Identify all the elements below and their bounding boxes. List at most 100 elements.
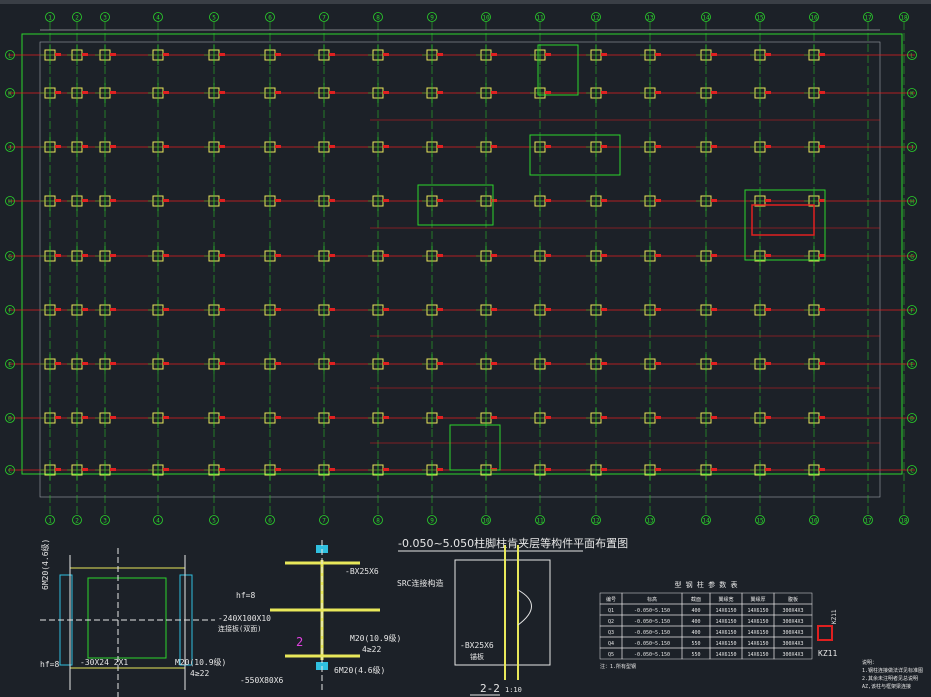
column-marker xyxy=(586,246,607,266)
col-axis-label: 6 xyxy=(268,518,272,525)
detail-mid: -BX25X6 hf=8 -240X100X10 连接板(双面) M20(10.… xyxy=(218,540,401,690)
table-cell: 300X4X3 xyxy=(782,608,803,614)
column-marker xyxy=(40,408,61,428)
window-top-strip xyxy=(0,0,931,4)
column-marker xyxy=(696,354,717,374)
column-marker xyxy=(476,137,497,157)
column-marker xyxy=(368,408,389,428)
column-marker xyxy=(95,83,116,103)
axis-labels: 1122334455667788991010111112121313141415… xyxy=(5,12,917,525)
row-axis-label: J xyxy=(8,145,12,152)
table-cell: 400 xyxy=(691,619,700,625)
column-marker xyxy=(204,246,225,266)
table-cell: 300X4X3 xyxy=(782,641,803,647)
col-axis-label: 16 xyxy=(810,15,818,22)
column-marker xyxy=(530,83,551,103)
table-cell: 14X6150 xyxy=(747,630,768,636)
detail-left-hf: hf=8 xyxy=(40,660,59,669)
row-axis-label: H xyxy=(8,199,12,206)
column-marker xyxy=(40,300,61,320)
column-marker xyxy=(95,191,116,211)
table-cell: -0.050~5.150 xyxy=(634,608,670,614)
column-marker xyxy=(260,300,281,320)
column-marker xyxy=(586,408,607,428)
column-marker xyxy=(368,300,389,320)
column-marker xyxy=(804,45,825,65)
row-axis-label: D xyxy=(8,416,12,423)
col-axis-label: 4 xyxy=(156,518,160,525)
column-marker xyxy=(696,137,717,157)
column-marker xyxy=(586,83,607,103)
row-axis-label: D xyxy=(910,416,914,423)
col-axis-label: 2 xyxy=(75,518,79,525)
column-marker xyxy=(95,408,116,428)
table-cell: Q1 xyxy=(608,608,614,614)
table-cell: -0.050~5.150 xyxy=(634,630,670,636)
kz11-detail: KZ11 KZ11 xyxy=(817,609,838,658)
column-marker xyxy=(314,137,335,157)
col-axis-label: 2 xyxy=(75,15,79,22)
column-marker xyxy=(368,83,389,103)
col-axis-label: 11 xyxy=(536,518,544,525)
column-marker xyxy=(314,460,335,480)
row-axis-label: F xyxy=(8,308,12,315)
column-marker xyxy=(804,354,825,374)
column-marker xyxy=(804,408,825,428)
detail-mid-bottom-plate: -550X80X6 xyxy=(240,676,284,685)
table-cell: 编号 xyxy=(606,596,616,603)
column-marker xyxy=(530,460,551,480)
section-plate-label: -BX25X6 xyxy=(460,641,494,650)
column-marker xyxy=(530,191,551,211)
table-note: 注：1.所有型钢 xyxy=(600,663,636,670)
column-marker xyxy=(148,354,169,374)
column-marker xyxy=(148,83,169,103)
column-marker xyxy=(640,300,661,320)
col-axis-label: 15 xyxy=(756,518,764,525)
col-axis-label: 8 xyxy=(376,518,380,525)
col-axis-label: 13 xyxy=(646,518,654,525)
column-marker xyxy=(640,246,661,266)
table-cell: 14X6150 xyxy=(747,619,768,625)
table-cell: -0.050~5.150 xyxy=(634,641,670,647)
detail-mid-bolt-sub: 4≥22 xyxy=(362,645,381,654)
column-marker xyxy=(204,83,225,103)
col-axis-label: 6 xyxy=(268,15,272,22)
detail-mid-mark: 2 xyxy=(296,635,303,649)
column-marker xyxy=(314,300,335,320)
column-marker xyxy=(40,460,61,480)
column-marker xyxy=(750,408,771,428)
col-axis-label: 14 xyxy=(702,15,710,22)
table-cell: 550 xyxy=(691,652,700,658)
table-cell: 14X6150 xyxy=(715,630,736,636)
col-axis-label: 3 xyxy=(103,518,107,525)
column-marker xyxy=(640,191,661,211)
col-axis-label: 8 xyxy=(376,15,380,22)
row-axis-label: L xyxy=(910,53,914,60)
column-marker xyxy=(586,300,607,320)
column-marker xyxy=(260,246,281,266)
table-cell: 400 xyxy=(691,608,700,614)
col-axis-label: 7 xyxy=(322,518,326,525)
col-axis-label: 18 xyxy=(900,15,908,22)
column-marker xyxy=(67,45,88,65)
column-marker xyxy=(750,45,771,65)
column-marker xyxy=(476,45,497,65)
column-marker xyxy=(422,408,443,428)
row-axis-label: L xyxy=(8,53,12,60)
column-marker xyxy=(368,460,389,480)
column-marker xyxy=(804,83,825,103)
col-axis-label: 10 xyxy=(482,15,490,22)
column-marker xyxy=(260,83,281,103)
col-axis-label: 18 xyxy=(900,518,908,525)
column-marker xyxy=(476,191,497,211)
column-marker xyxy=(640,460,661,480)
column-marker xyxy=(95,45,116,65)
column-marker xyxy=(368,45,389,65)
row-axis-label: K xyxy=(910,91,914,98)
column-marker xyxy=(422,460,443,480)
column-marker xyxy=(204,137,225,157)
detail-mid-hf: hf=8 xyxy=(236,591,255,600)
column-marker xyxy=(476,246,497,266)
